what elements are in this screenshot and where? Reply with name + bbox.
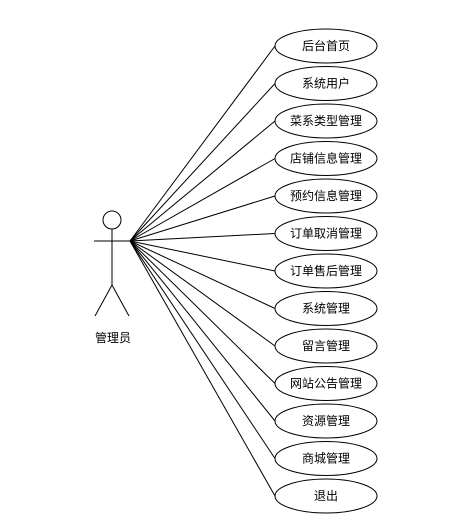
association-line (129, 240, 276, 309)
association-line (129, 158, 276, 242)
association-line (129, 240, 276, 422)
use-case: 系统管理 (274, 291, 378, 326)
association-line (129, 240, 276, 459)
use-case-ellipse (274, 291, 378, 326)
association-line (129, 120, 276, 242)
actor-right-leg (111, 284, 130, 317)
use-case: 订单售后管理 (274, 253, 378, 289)
use-case: 菜系类型管理 (274, 103, 378, 139)
actor-left-leg (94, 284, 113, 317)
use-case-ellipse (274, 66, 378, 101)
actor-admin: 管理员 (94, 210, 131, 345)
association-line (129, 83, 276, 242)
use-case: 商城管理 (274, 441, 378, 476)
use-case-label: 订单取消管理 (290, 226, 362, 241)
use-case: 留言管理 (274, 328, 378, 364)
use-case-label: 后台首页 (302, 38, 350, 53)
use-case-ellipse (274, 141, 378, 176)
use-case: 系统用户 (274, 66, 378, 101)
association-line (129, 45, 276, 242)
use-case-ellipse (274, 178, 378, 214)
use-case-ellipse (274, 328, 378, 364)
use-case: 退出 (274, 478, 378, 514)
use-case-ellipse (274, 478, 378, 514)
use-case-ellipse (274, 366, 378, 401)
use-case-ellipse (274, 28, 378, 64)
association-line (129, 233, 276, 242)
use-case-label: 留言管理 (302, 338, 350, 353)
actor-head (102, 210, 122, 230)
use-case-ellipse (274, 441, 378, 476)
use-case: 网站公告管理 (274, 366, 378, 401)
use-case-label: 系统管理 (302, 301, 350, 316)
use-case: 预约信息管理 (274, 178, 378, 214)
use-case: 订单取消管理 (274, 216, 378, 251)
use-case-ellipse (274, 253, 378, 289)
use-case-list: 后台首页系统用户菜系类型管理店铺信息管理预约信息管理订单取消管理订单售后管理系统… (274, 28, 378, 514)
association-lines (129, 45, 276, 497)
association-line (129, 195, 276, 242)
use-case-label: 资源管理 (302, 413, 350, 428)
use-case: 店铺信息管理 (274, 141, 378, 176)
use-case: 资源管理 (274, 403, 378, 439)
use-case-label: 店铺信息管理 (290, 151, 362, 166)
use-case-label: 预约信息管理 (290, 188, 362, 203)
use-case-ellipse (274, 216, 378, 251)
use-case: 后台首页 (274, 28, 378, 64)
association-line (129, 240, 276, 347)
use-case-label: 商城管理 (302, 451, 350, 466)
use-case-label: 退出 (314, 489, 338, 503)
use-case-label: 订单售后管理 (290, 263, 362, 278)
association-line (129, 240, 276, 384)
use-case-label: 网站公告管理 (290, 376, 362, 391)
actor-label: 管理员 (95, 330, 131, 345)
use-case-ellipse (274, 103, 378, 139)
association-line (129, 240, 276, 272)
use-case-label: 菜系类型管理 (290, 113, 362, 128)
association-line (129, 240, 276, 497)
use-case-ellipse (274, 403, 378, 439)
use-case-label: 系统用户 (302, 76, 350, 91)
